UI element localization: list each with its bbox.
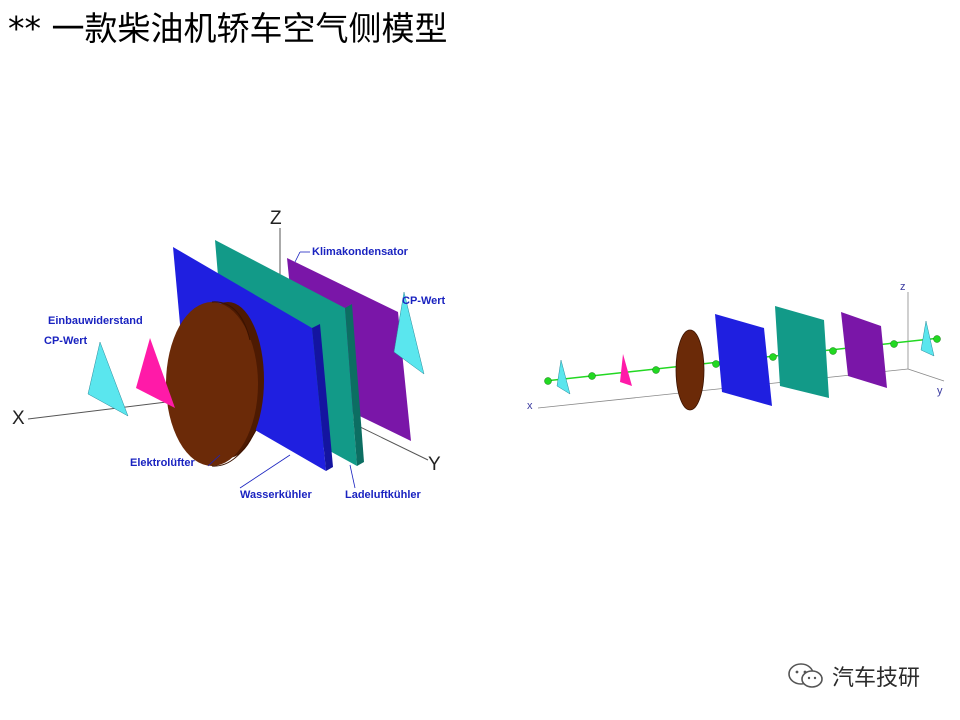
right-cp-wert-left-triangle <box>556 359 571 395</box>
flow-node <box>769 353 777 361</box>
wasserkuehler-edge <box>312 324 333 471</box>
label-ladeluftkuehler: Ladeluftkühler <box>345 489 422 501</box>
watermark-text: 汽车技研 <box>832 666 921 691</box>
right-klimakondensator-panel <box>841 312 887 388</box>
cp-wert-left-triangle <box>87 341 129 417</box>
flow-node <box>890 340 898 348</box>
left-axis-y-label: Y <box>428 454 441 475</box>
flow-nodes <box>544 335 941 385</box>
leader-wasserkuehler <box>239 454 291 489</box>
right-axis-x-label: x <box>527 400 533 412</box>
right-1d-model: x y z <box>527 281 945 412</box>
right-y-axis <box>907 368 945 382</box>
watermark: 汽车技研 <box>786 660 920 692</box>
flow-node <box>652 366 660 374</box>
label-cp-wert-left: CP-Wert <box>44 335 88 347</box>
label-elektroluefter: Elektrolüfter <box>130 457 196 469</box>
label-einbauwiderstand: Einbauwiderstand <box>48 315 143 327</box>
flow-node <box>829 347 837 355</box>
slide-title: ** 一款柴油机轿车空气侧模型 <box>8 9 448 48</box>
wechat-icon <box>788 663 823 688</box>
leader-ladeluftkuehler <box>349 464 356 489</box>
elektroluefter-fan <box>166 301 264 467</box>
cp-wert-right-triangle <box>393 291 425 375</box>
left-axis-z-label: Z <box>270 208 282 229</box>
left-3d-model: X Y Z Klimakondensator CP-Wert Einbauwid… <box>12 208 446 501</box>
einbauwiderstand-triangle <box>136 338 175 408</box>
label-cp-wert-right: CP-Wert <box>402 295 446 307</box>
right-einbauwiderstand-triangle <box>620 354 632 386</box>
ladeluftkuehler-edge <box>345 304 364 466</box>
right-cp-wert-right-triangle <box>920 320 935 357</box>
flow-node <box>712 360 720 368</box>
flow-node <box>544 377 552 385</box>
label-wasserkuehler: Wasserkühler <box>240 489 312 501</box>
flow-node <box>933 335 941 343</box>
right-elektroluefter-fan <box>675 329 705 411</box>
right-axis-y-label: y <box>937 385 943 397</box>
flow-node <box>588 372 596 380</box>
right-wasserkuehler-panel <box>715 314 772 406</box>
right-axis-z-label: z <box>900 281 906 293</box>
label-klimakondensator: Klimakondensator <box>312 246 409 258</box>
left-axis-x-label: X <box>12 408 25 429</box>
right-ladeluftkuehler-panel <box>775 306 829 398</box>
leader-klimakondensator-2 <box>294 251 301 263</box>
leader-elektroluefter <box>207 454 221 467</box>
